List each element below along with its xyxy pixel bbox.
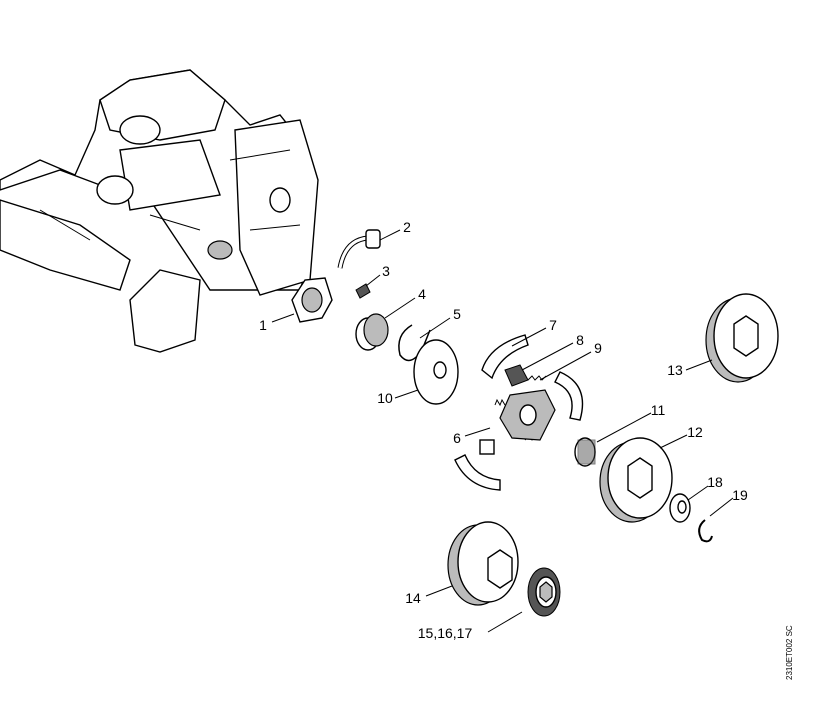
label-10: 10: [377, 390, 393, 406]
label-14: 14: [405, 590, 421, 606]
part-2-oil-hose: [337, 229, 381, 269]
part-11-needle-cage: [574, 437, 596, 467]
label-7: 7: [549, 317, 557, 333]
part-3-screw: [355, 283, 371, 299]
label-3: 3: [382, 263, 390, 279]
reference-code: 2310ET002 SC: [785, 625, 794, 680]
label-5: 5: [453, 306, 461, 322]
label-19: 19: [732, 487, 748, 503]
clutch-hub: [479, 389, 556, 455]
label-2: 2: [403, 219, 411, 235]
part-18-washer: [669, 493, 691, 523]
part-15-16-17-rim-sprocket: [527, 567, 561, 617]
label-11: 11: [651, 402, 666, 418]
engine-housing: [0, 69, 319, 353]
label-6: 6: [453, 430, 461, 446]
label-13: 13: [667, 362, 683, 378]
part-4-worm: [355, 313, 389, 351]
part-10-washer: [413, 339, 459, 405]
part-clutch-shoe-right: [554, 371, 584, 421]
label-15-16-17: 15,16,17: [418, 625, 473, 641]
part-13-clutch-drum: [705, 293, 779, 383]
label-18: 18: [707, 474, 723, 490]
label-8: 8: [576, 332, 584, 348]
part-7-clutch-shoe: [481, 334, 529, 380]
part-1-oil-pump: [291, 277, 333, 323]
part-12-clutch-drum: [599, 437, 673, 523]
part-14-clutch-drum: [447, 521, 519, 606]
leader-lines: [271, 229, 734, 633]
label-9: 9: [594, 340, 602, 356]
part-clutch-shoe-lower: [454, 454, 501, 491]
label-1: 1: [259, 317, 267, 333]
part-19-e-clip: [698, 519, 713, 543]
label-12: 12: [687, 424, 703, 440]
label-4: 4: [418, 286, 426, 302]
